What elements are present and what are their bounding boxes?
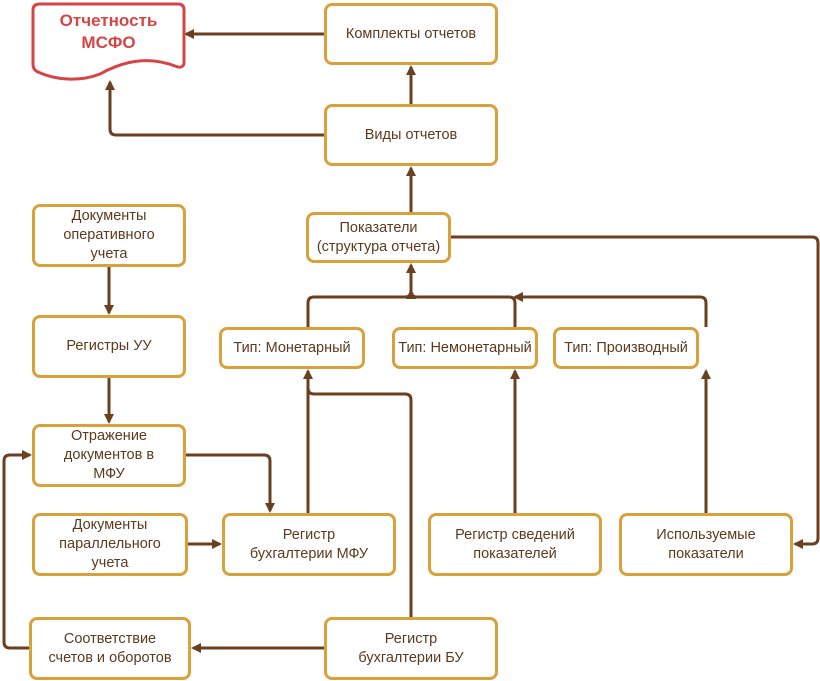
indicator-info-register-node[interactable]: Регистр сведений показателей [428,513,602,576]
edge-type-monetary-to-indicators [306,263,416,327]
account-mapping-node[interactable]: Соответствие счетов и оборотов [29,617,191,680]
mfu-ledger-node[interactable]: Регистр бухгалтерии МФУ [222,513,396,576]
bu-ledger-node[interactable]: Регистр бухгалтерии БУ [324,617,498,680]
used-indicators-node[interactable]: Используемые показатели [619,513,793,576]
indicators-node[interactable]: Показатели (структура отчета) [306,212,451,263]
type-monetary-node[interactable]: Тип: Монетарный [219,327,365,369]
report-sets-node[interactable]: Комплекты отчетов [324,3,498,65]
type-derived-node[interactable]: Тип: Производный [553,327,699,369]
ifrs-reporting-document-shape [31,2,186,81]
edge-indicators-to-used-indicators [451,235,820,549]
mgmt-registers-node[interactable]: Регистры УУ [32,315,186,378]
report-types-node[interactable]: Виды отчетов [324,104,498,166]
edge-bu-ledger-to-type-monetary [306,387,413,617]
mfu-reflection-node[interactable]: Отражение документов в МФУ [32,424,186,487]
ifrs-reporting-node[interactable]: Отчетность МСФО [59,11,158,52]
parallel-docs-node[interactable]: Документы параллельного учета [32,513,188,576]
edge-mfu-reflection-to-mfu-ledger [186,453,275,513]
type-nonmonetary-node[interactable]: Тип: Немонетарный [392,327,538,369]
operational-docs-node[interactable]: Документы оперативного учета [32,204,186,267]
edge-account-mapping-to-mfu-reflection [2,450,32,650]
edge-type-derived-to-indicators [513,292,708,327]
edge-report-types-to-ifrs-reporting [105,80,324,137]
edge-type-nonmonetary-to-indicators [406,289,517,327]
